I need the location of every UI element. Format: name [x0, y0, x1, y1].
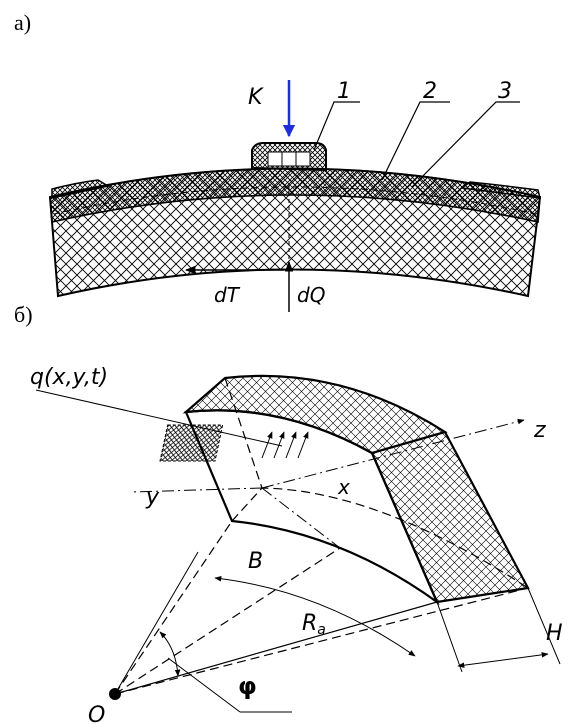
y-axis-label: y [145, 485, 160, 510]
origin-label: O [88, 703, 105, 724]
hidden-edge-vertical [224, 377, 263, 489]
leader-1 [313, 101, 360, 151]
force-k-label: K [248, 85, 264, 110]
right-shoulder [460, 181, 541, 199]
interface-dashed-line [53, 186, 537, 215]
load-leader [35, 389, 283, 447]
radius-label: Ra [302, 611, 326, 638]
dq-label: dQ [297, 283, 325, 307]
part-1-label: 1 [337, 79, 351, 104]
panel-a-label: а) [14, 10, 31, 35]
angle-leader [167, 657, 241, 713]
x-axis [261, 487, 341, 549]
left-shoulder [51, 179, 111, 199]
z-axis-label: z [533, 418, 546, 443]
height-ext-2 [527, 587, 561, 665]
radius-line-left [114, 520, 233, 695]
angle-label: φ [238, 672, 257, 700]
radius-label-main: R [302, 611, 317, 636]
width-dimension [214, 575, 416, 657]
origin-point [109, 688, 121, 700]
part-3-label: 3 [498, 79, 512, 104]
block-right-face [370, 430, 530, 604]
block-top-face [182, 374, 448, 455]
leader-3 [411, 101, 520, 188]
panel-b-label: б) [14, 302, 33, 327]
load-label: q(x,y,t) [30, 365, 108, 390]
x-axis-label: x [337, 475, 350, 499]
width-label: B [248, 549, 263, 574]
load-patch [159, 424, 224, 462]
load-arrows [261, 431, 309, 459]
height-label: H [546, 621, 563, 646]
z-axis [261, 418, 525, 489]
radius-line-ext [114, 551, 199, 695]
radius-label-sub: a [317, 622, 326, 638]
height-dimension [457, 652, 549, 668]
radius-line-right [114, 587, 529, 695]
leader-2 [381, 101, 450, 181]
radius-line-main [114, 601, 438, 695]
tread-element-core [267, 151, 311, 167]
angle-arc [159, 631, 181, 677]
radius-line-mid [114, 547, 341, 695]
dt-label: dT [214, 283, 241, 307]
hidden-edge-bottom [231, 487, 529, 589]
part-2-label: 2 [423, 79, 437, 104]
panel-a: а) K 1 2 3 dT dQ [14, 10, 542, 312]
height-ext-1 [436, 601, 463, 673]
panel-b: б) q(x,y,t) z y x B [14, 302, 563, 724]
